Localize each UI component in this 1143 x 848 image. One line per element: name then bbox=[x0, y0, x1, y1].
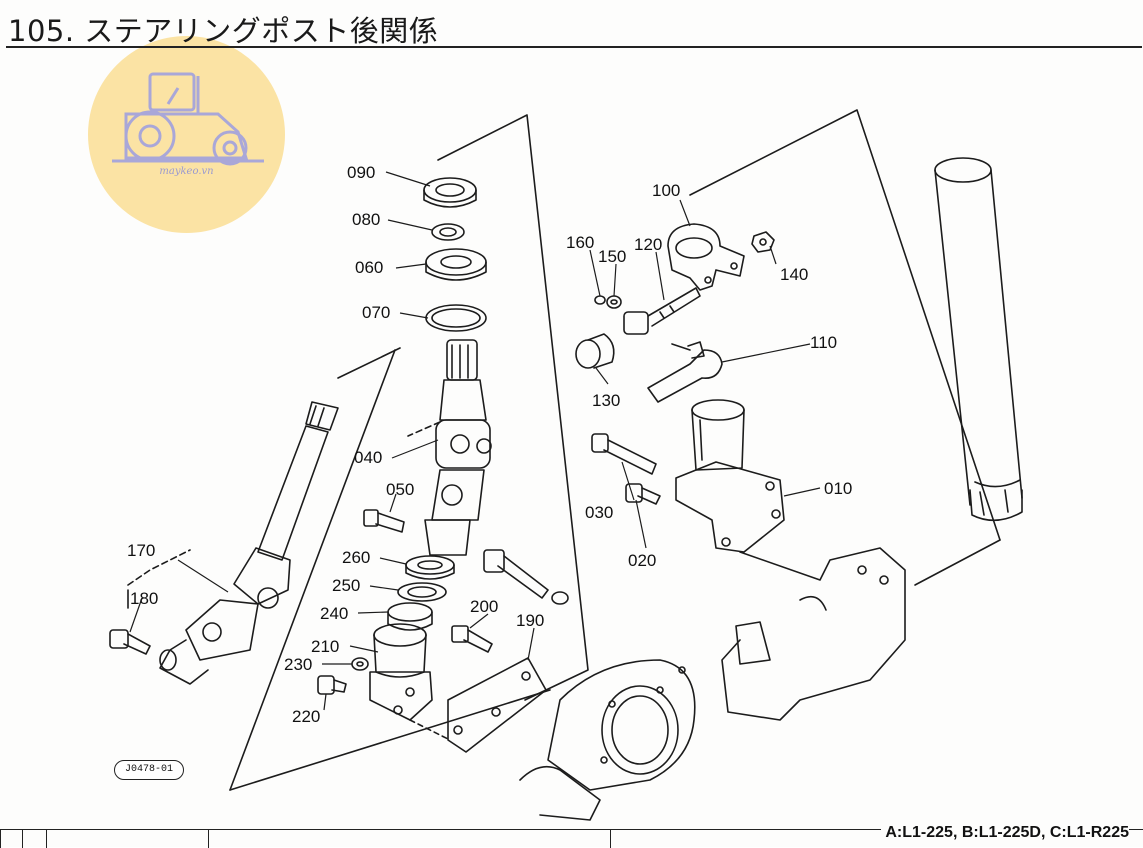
bolt-050 bbox=[363, 509, 405, 533]
watermark-text: maykeo.vn bbox=[159, 166, 214, 177]
part-label-130: 130 bbox=[592, 391, 620, 410]
part-label-250: 250 bbox=[332, 576, 360, 595]
title-underline bbox=[6, 46, 1142, 48]
bearing-060 bbox=[425, 248, 487, 281]
part-label-220: 220 bbox=[292, 707, 320, 726]
plate-190 bbox=[409, 657, 547, 753]
bolt-200 bbox=[451, 625, 493, 653]
part-label-080: 080 bbox=[352, 210, 380, 229]
part-label-140: 140 bbox=[780, 265, 808, 284]
leader-170-dashed bbox=[127, 549, 191, 586]
washer-250 bbox=[397, 582, 447, 602]
part-label-210: 210 bbox=[311, 637, 339, 656]
footer-cell bbox=[208, 829, 611, 848]
collar-080 bbox=[431, 223, 465, 241]
panel-outline-left bbox=[229, 349, 396, 791]
leader-lines bbox=[129, 171, 821, 711]
footer-table bbox=[0, 829, 1143, 848]
part-label-070: 070 bbox=[362, 303, 390, 322]
washer-230 bbox=[351, 657, 369, 671]
part-label-010: 010 bbox=[824, 479, 852, 498]
bearing-090 bbox=[423, 177, 477, 208]
pin-120 bbox=[623, 287, 701, 335]
panel-outline-top-left bbox=[337, 347, 401, 379]
footer-cell bbox=[0, 829, 23, 848]
spring-pin-160 bbox=[594, 295, 606, 305]
bushing-240 bbox=[387, 602, 433, 631]
part-label-120: 120 bbox=[634, 235, 662, 254]
model-applicability-note: A:L1-225, B:L1-225D, C:L1-R225 bbox=[881, 824, 1129, 842]
intermediate-shaft-170 bbox=[159, 401, 339, 685]
footer-cell bbox=[610, 829, 1143, 848]
snap-ring-070 bbox=[425, 304, 487, 332]
part-label-030: 030 bbox=[585, 503, 613, 522]
part-label-110: 110 bbox=[810, 333, 837, 352]
part-label-150: 150 bbox=[598, 247, 626, 266]
clamp-100 bbox=[667, 223, 745, 291]
washer-150 bbox=[606, 295, 622, 309]
part-label-230: 230 bbox=[284, 655, 312, 674]
panel-outline-right-bottom bbox=[914, 539, 1001, 586]
part-label-160: 160 bbox=[566, 233, 594, 252]
tractor-body-casting bbox=[519, 547, 906, 821]
panel-outline-bottom bbox=[229, 689, 551, 791]
leader-040-dashed bbox=[407, 421, 441, 437]
footer-cell bbox=[22, 829, 47, 848]
bracket-210 bbox=[369, 623, 433, 721]
sleeve-130 bbox=[575, 333, 615, 369]
bolt-020 bbox=[625, 483, 661, 505]
universal-joint-040 bbox=[424, 339, 492, 556]
part-label-040: 040 bbox=[354, 448, 382, 467]
housing-010 bbox=[675, 399, 785, 553]
part-label-020: 020 bbox=[628, 551, 656, 570]
steering-post-tube bbox=[934, 157, 1023, 522]
part-label-190: 190 bbox=[516, 611, 544, 630]
part-label-170: 170 bbox=[127, 541, 155, 560]
long-bolt bbox=[483, 549, 569, 605]
bolt-030 bbox=[591, 433, 657, 475]
part-label-200: 200 bbox=[470, 597, 498, 616]
nut-140 bbox=[751, 231, 775, 253]
part-label-100: 100 bbox=[652, 181, 680, 200]
lever-110 bbox=[647, 341, 723, 403]
panel-outline-right bbox=[689, 109, 1001, 541]
panel-outline-center bbox=[437, 114, 589, 701]
part-label-240: 240 bbox=[320, 604, 348, 623]
footer-cell bbox=[46, 829, 209, 848]
part-label-050: 050 bbox=[386, 480, 414, 499]
part-label-260: 260 bbox=[342, 548, 370, 567]
bolt-180 bbox=[109, 629, 151, 655]
tractor-icon bbox=[112, 72, 264, 166]
part-label-060: 060 bbox=[355, 258, 383, 277]
watermark-logo: maykeo.vn bbox=[88, 36, 285, 233]
bolt-220 bbox=[317, 675, 347, 695]
page-title: 105. ステアリングポスト後関係 bbox=[8, 14, 439, 48]
seal-260 bbox=[405, 555, 455, 580]
part-label-180: 180 bbox=[130, 589, 158, 608]
part-label-090: 090 bbox=[347, 163, 375, 182]
part-number-labels: 090 080 060 070 040 050 260 250 240 210 … bbox=[127, 163, 852, 726]
drawing-code-badge: J0478-01 bbox=[114, 760, 184, 780]
